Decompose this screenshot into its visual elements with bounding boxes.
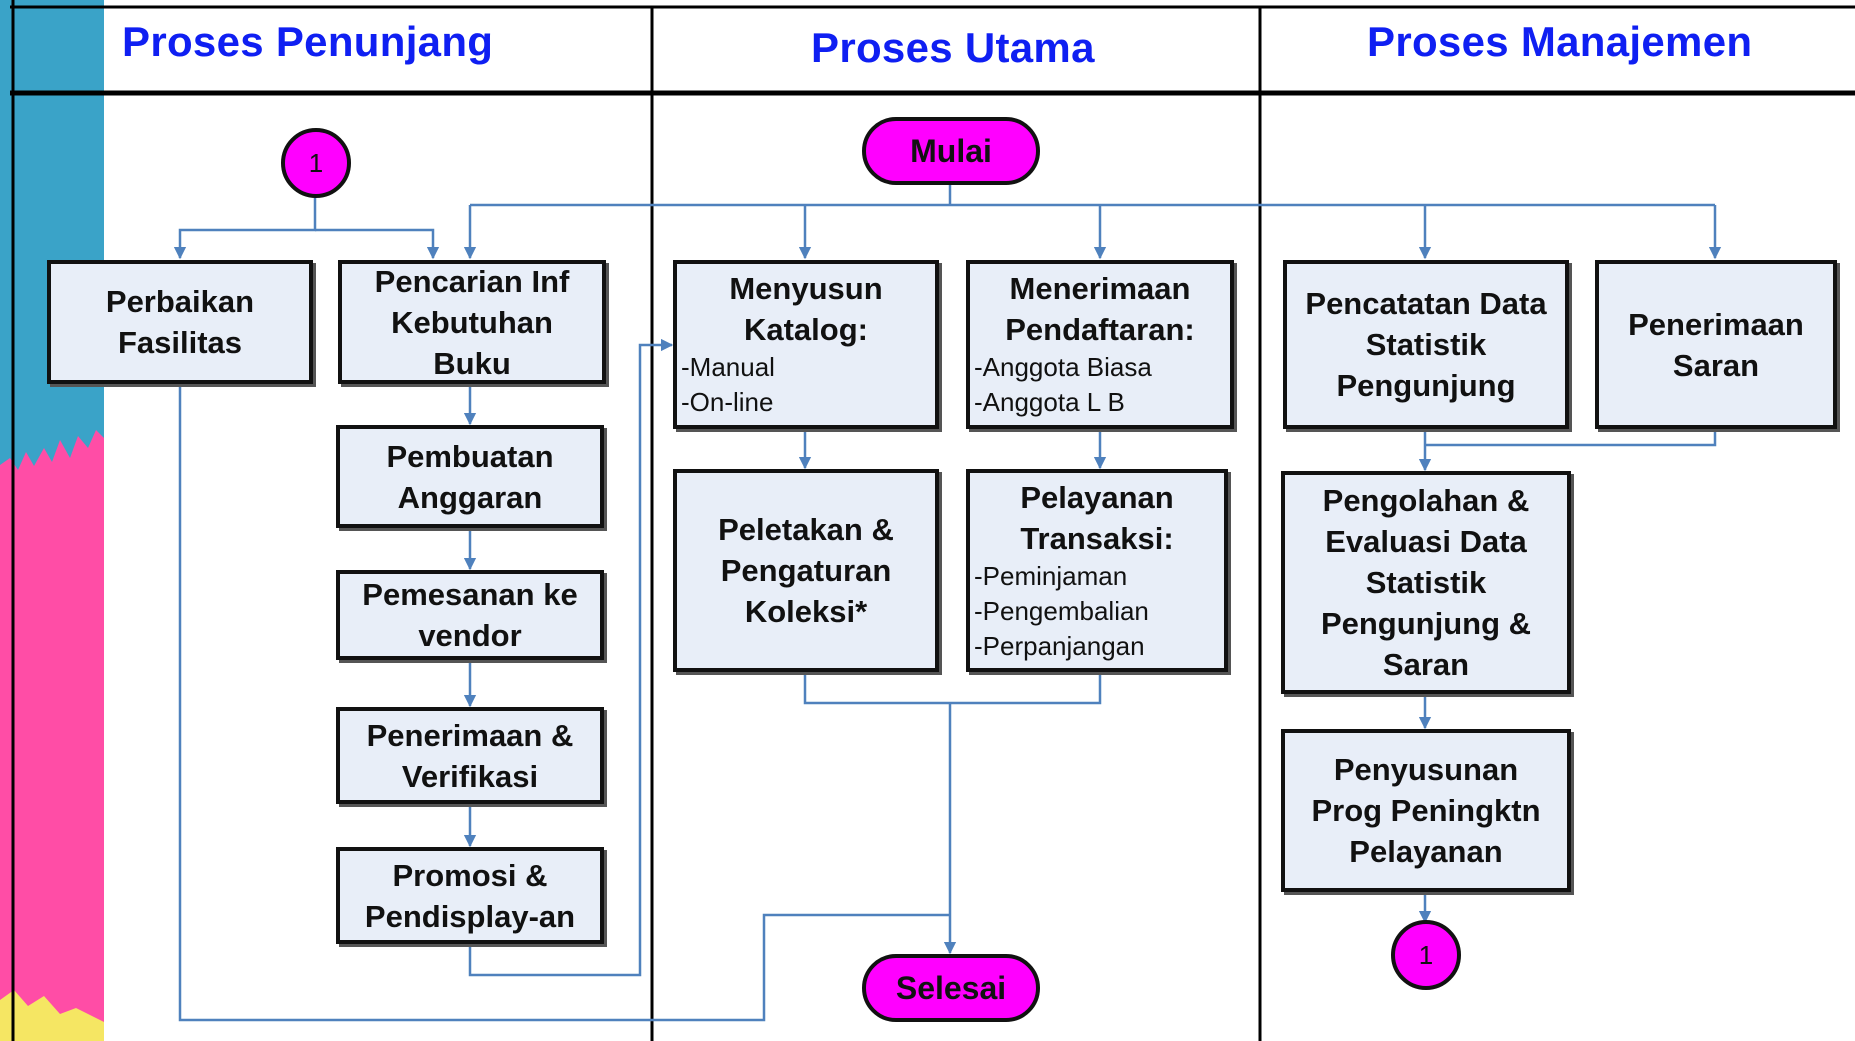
box-item: -Anggota Biasa bbox=[974, 352, 1152, 382]
box-pencarian-inf: Pencarian Inf Kebutuhan Buku bbox=[338, 260, 606, 384]
box-penyusunan-program: Penyusunan Prog Peningktn Pelayanan bbox=[1281, 729, 1571, 892]
box-pencatatan-statistik: Pencatatan Data Statistik Pengunjung bbox=[1283, 260, 1569, 429]
lane-title-utama: Proses Utama bbox=[811, 24, 1095, 71]
box-item: -Peminjaman bbox=[974, 561, 1128, 591]
box-item: -On-line bbox=[681, 387, 774, 417]
box-pelayanan-transaksi: Pelayanan Transaksi: -Peminjaman -Pengem… bbox=[966, 469, 1228, 672]
box-label: Pencatatan Data Statistik Pengunjung bbox=[1305, 286, 1547, 403]
box-peletakan-koleksi: Peletakan & Pengaturan Koleksi* bbox=[673, 469, 939, 672]
box-items: -Peminjaman -Pengembalian -Perpanjangan bbox=[974, 559, 1220, 664]
box-title: Pelayanan Transaksi: bbox=[1020, 480, 1174, 556]
box-title: Menyusun Katalog: bbox=[729, 271, 883, 347]
box-label: Penerimaan Saran bbox=[1628, 306, 1804, 383]
connector-bottom: 1 bbox=[1391, 920, 1461, 990]
decorative-side-strip bbox=[0, 0, 104, 1041]
box-label: Penerimaan & Verifikasi bbox=[366, 717, 574, 794]
box-label: Pemesanan ke vendor bbox=[362, 577, 578, 653]
end-terminal: Selesai bbox=[862, 954, 1040, 1022]
box-pembuatan-anggaran: Pembuatan Anggaran bbox=[336, 425, 604, 528]
box-pemesanan-vendor: Pemesanan ke vendor bbox=[336, 570, 604, 660]
box-item: -Anggota L B bbox=[974, 387, 1125, 417]
box-label: Promosi & Pendisplay-an bbox=[364, 857, 576, 934]
box-item: -Perpanjangan bbox=[974, 631, 1145, 661]
box-promosi-pendisplay: Promosi & Pendisplay-an bbox=[336, 847, 604, 944]
box-label: Pembuatan Anggaran bbox=[386, 438, 554, 515]
box-label: Pengolahan & Evaluasi Data Statistik Pen… bbox=[1320, 483, 1532, 682]
box-menyusun-katalog: Menyusun Katalog: -Manual -On-line bbox=[673, 260, 939, 429]
lane-title-manajemen: Proses Manajemen bbox=[1367, 18, 1753, 65]
box-title: Menerimaan Pendaftaran: bbox=[1005, 271, 1195, 347]
box-menerimaan-pendaftaran: Menerimaan Pendaftaran: -Anggota Biasa -… bbox=[966, 260, 1234, 429]
box-perbaikan-fasilitas: Perbaikan Fasilitas bbox=[47, 260, 313, 384]
swimlane-frame bbox=[10, 0, 1855, 1041]
box-pengolahan-evaluasi: Pengolahan & Evaluasi Data Statistik Pen… bbox=[1281, 471, 1571, 694]
start-terminal: Mulai bbox=[862, 117, 1040, 185]
flow-edges bbox=[173, 184, 1722, 1022]
box-label: Perbaikan Fasilitas bbox=[105, 284, 255, 360]
box-penerimaan-verifikasi: Penerimaan & Verifikasi bbox=[336, 707, 604, 804]
box-item: -Pengembalian bbox=[974, 596, 1149, 626]
connector-top: 1 bbox=[281, 128, 351, 198]
box-item: -Manual bbox=[681, 352, 775, 382]
box-label: Penyusunan Prog Peningktn Pelayanan bbox=[1311, 752, 1541, 869]
box-items: -Anggota Biasa -Anggota L B bbox=[974, 350, 1226, 420]
box-label: Pencarian Inf Kebutuhan Buku bbox=[374, 263, 570, 381]
box-label: Peletakan & Pengaturan Koleksi* bbox=[718, 512, 894, 629]
lane-title-penunjang: Proses Penunjang bbox=[122, 18, 494, 65]
box-penerimaan-saran: Penerimaan Saran bbox=[1595, 260, 1837, 429]
box-items: -Manual -On-line bbox=[681, 350, 931, 420]
